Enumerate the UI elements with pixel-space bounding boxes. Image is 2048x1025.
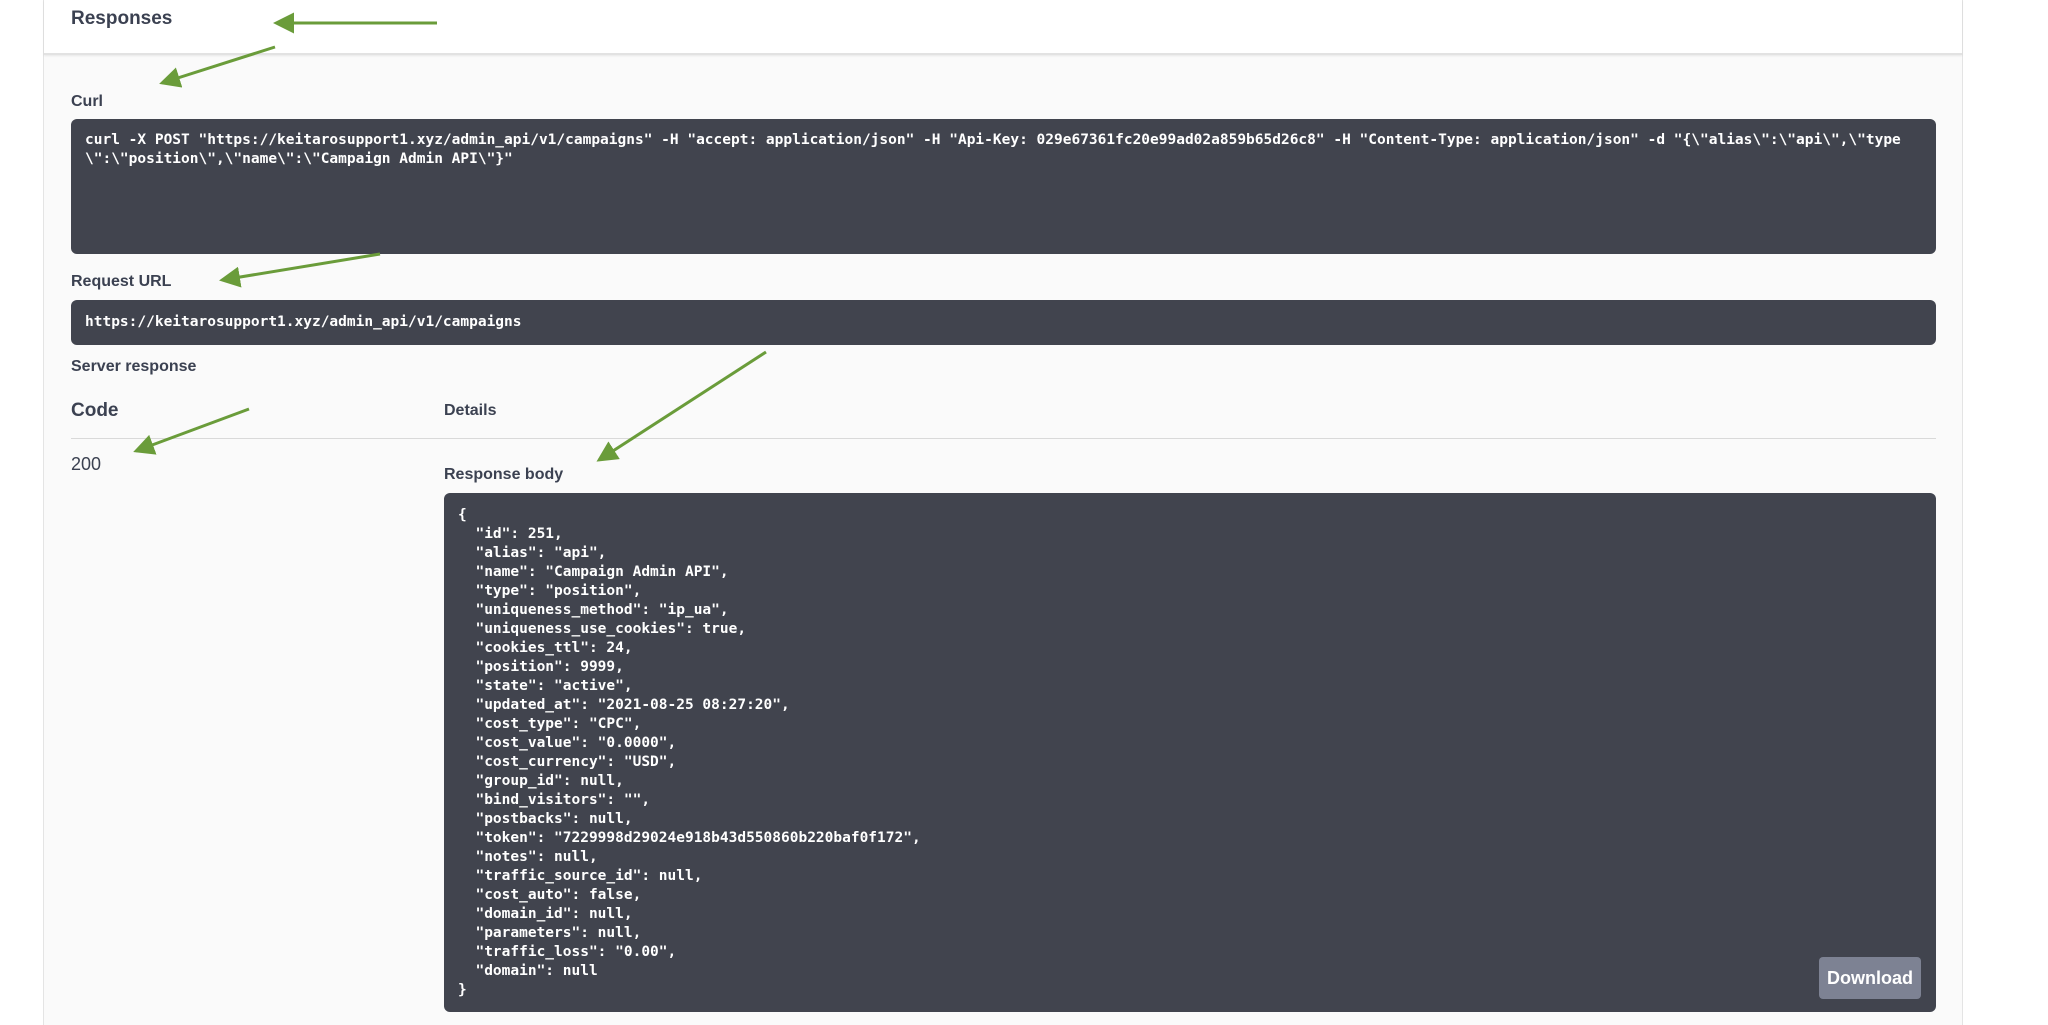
responses-header: Responses: [44, 0, 1962, 55]
response-body-block[interactable]: { "id": 251, "alias": "api", "name": "Ca…: [444, 493, 1936, 1012]
status-code: 200: [71, 454, 102, 474]
responses-title: Responses: [71, 8, 173, 29]
response-body-label: Response body: [444, 466, 564, 483]
request-url-block[interactable]: https://keitarosupport1.xyz/admin_api/v1…: [71, 300, 1936, 345]
details-column-header: Details: [444, 402, 497, 419]
curl-label: Curl: [71, 93, 103, 110]
table-divider: [71, 438, 1936, 439]
responses-panel: Responses Curl curl -X POST "https://kei…: [43, 0, 1963, 1025]
download-button[interactable]: Download: [1819, 957, 1921, 999]
request-url-label: Request URL: [71, 273, 172, 290]
code-column-header: Code: [71, 400, 119, 421]
server-response-label: Server response: [71, 358, 197, 375]
curl-command-block[interactable]: curl -X POST "https://keitarosupport1.xy…: [71, 119, 1936, 254]
